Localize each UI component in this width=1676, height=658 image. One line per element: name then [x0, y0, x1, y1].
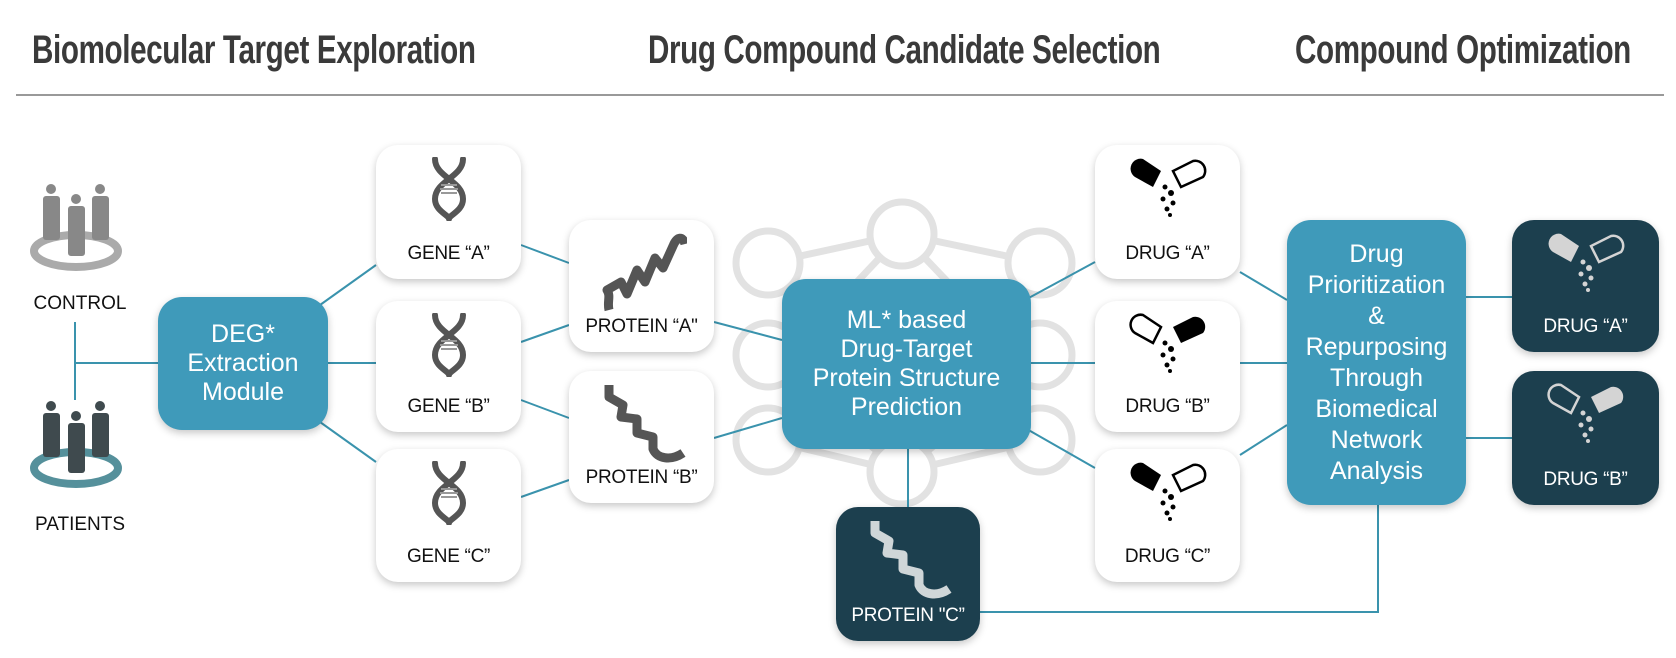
drug-label: DRUG “A”: [1543, 316, 1628, 337]
prioritization-line: Prioritization: [1307, 270, 1446, 299]
heading-compound-optimization: Compound Optimization: [1295, 28, 1631, 72]
drug-a-node[interactable]: DRUG “A”: [1095, 145, 1240, 279]
heading-candidate-selection: Drug Compound Candidate Selection: [648, 28, 1161, 72]
protein-b-node[interactable]: PROTEIN “B”: [569, 371, 714, 503]
capsule-icon: [1130, 462, 1206, 521]
protein-c-node[interactable]: PROTEIN "C”: [836, 507, 980, 641]
ml-line: Prediction: [850, 393, 963, 421]
drug-b-node[interactable]: DRUG “B”: [1095, 301, 1240, 432]
deg-line: Module: [202, 378, 284, 406]
gene-c-node[interactable]: GENE “C”: [376, 449, 521, 582]
heading-target-exploration: Biomolecular Target Exploration: [32, 28, 476, 72]
gene-b-node[interactable]: GENE “B”: [376, 301, 521, 432]
optimized-drug-b-node[interactable]: DRUG “B”: [1512, 371, 1659, 505]
prioritization-line: Analysis: [1329, 456, 1424, 485]
protein-helix-icon: [870, 521, 952, 599]
ml-line: ML* based: [846, 306, 967, 334]
gene-label: GENE “B”: [407, 396, 490, 417]
ml-structure-prediction-module[interactable]: ML* based Drug-Target Protein Structure …: [782, 279, 1031, 449]
dna-icon: [431, 157, 466, 221]
capsule-icon: [1128, 313, 1205, 373]
header-divider: [16, 94, 1664, 96]
protein-label: PROTEIN "C”: [851, 605, 965, 626]
neural-network-background: [732, 198, 1076, 508]
drug-label: DRUG “A”: [1125, 243, 1210, 264]
patients-label: PATIENTS: [34, 514, 126, 535]
connectors: [74, 244, 1512, 613]
gene-a-node[interactable]: GENE “A”: [376, 145, 521, 279]
deg-extraction-module[interactable]: DEG* Extraction Module: [158, 297, 328, 430]
gene-label: GENE “A”: [407, 243, 490, 264]
protein-helix-icon: [604, 385, 685, 463]
drug-prioritization-module[interactable]: Drug Prioritization & Repurposing Throug…: [1287, 220, 1466, 505]
ml-line: Protein Structure: [812, 364, 1001, 392]
prioritization-line: Repurposing: [1305, 332, 1448, 361]
protein-a-node[interactable]: PROTEIN “A": [569, 220, 714, 352]
dna-icon: [431, 461, 466, 525]
deg-line: DEG*: [211, 320, 275, 348]
optimized-drug-a-node[interactable]: DRUG “A”: [1512, 220, 1659, 352]
ml-line: Drug-Target: [840, 335, 973, 363]
protein-helix-icon: [602, 233, 687, 312]
protein-label: PROTEIN “B”: [585, 467, 698, 488]
drug-c-node[interactable]: DRUG “C”: [1095, 449, 1240, 582]
prioritization-line: Biomedical: [1315, 394, 1438, 423]
patients-group-icon: [30, 401, 122, 488]
deg-line: Extraction: [187, 349, 299, 377]
drug-label: DRUG “C”: [1124, 546, 1211, 567]
prioritization-line: &: [1368, 301, 1385, 330]
capsule-icon: [1130, 158, 1206, 217]
control-group-icon: [30, 184, 122, 271]
prioritization-line: Network: [1330, 425, 1423, 454]
prioritization-line: Through: [1329, 363, 1424, 392]
dna-icon: [431, 313, 466, 377]
protein-label: PROTEIN “A": [585, 316, 698, 337]
capsule-icon: [1546, 383, 1623, 443]
capsule-icon: [1548, 233, 1624, 292]
drug-label: DRUG “B”: [1543, 469, 1628, 490]
control-label: CONTROL: [33, 293, 127, 314]
gene-label: GENE “C”: [406, 546, 491, 567]
prioritization-line: Drug: [1349, 239, 1404, 268]
drug-label: DRUG “B”: [1125, 396, 1210, 417]
